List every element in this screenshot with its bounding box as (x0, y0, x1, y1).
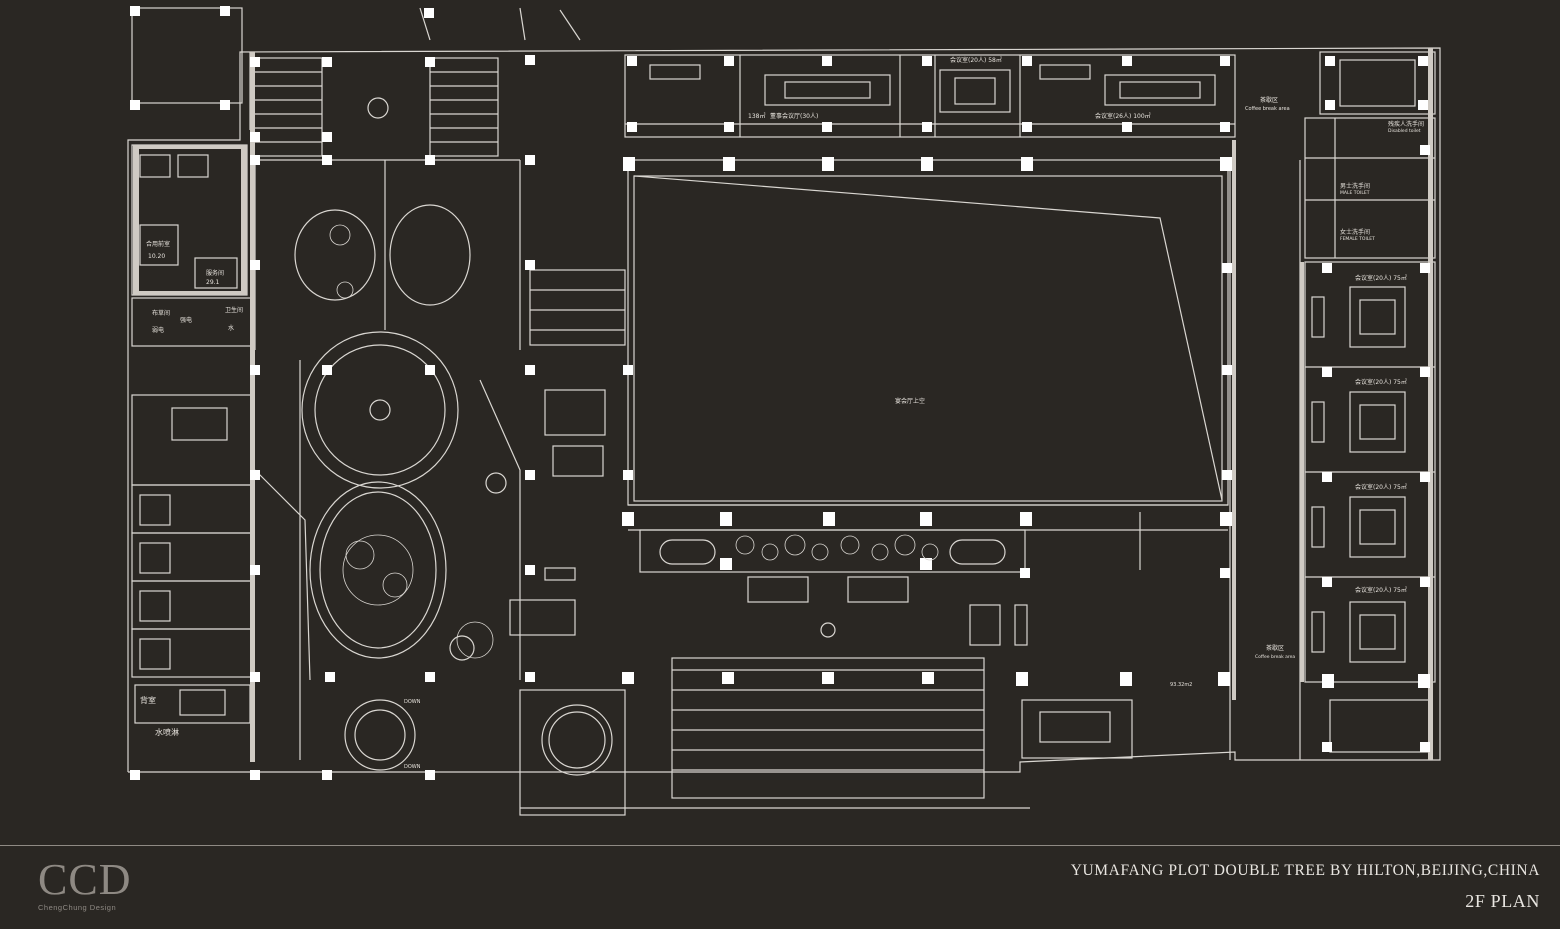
label-male-cn: 男士洗手间 (1340, 182, 1370, 190)
label-sanitary: 卫生间 (225, 306, 243, 314)
logo-subtitle: ChengChung Design (38, 903, 117, 912)
label-female-cn: 女士洗手间 (1340, 228, 1370, 236)
label-meeting-26: 会议室(26人) 100㎡ (1095, 112, 1151, 120)
sheet-title: 2F PLAN (1465, 891, 1540, 911)
left-service-block (131, 144, 248, 296)
building-outline (127, 47, 1441, 773)
label-weak-current: 弱电 (152, 326, 164, 334)
title-block-divider (0, 845, 1560, 846)
label-meeting-20-c: 会议室(20人) 75㎡ (1355, 483, 1407, 491)
label-shared-office: 合用前室 (146, 240, 170, 248)
label-service-room: 服务间 (206, 269, 224, 277)
label-disabled-en: Disabled toilet (1388, 128, 1421, 134)
label-back-room: 背室 (140, 695, 156, 705)
atrium-oval (309, 481, 447, 659)
ccd-logo: CCD ChengChung Design (38, 858, 148, 914)
label-boardroom-area: 138㎡ (748, 112, 765, 120)
label-meeting-20-top: 会议室(20人) 58㎡ (950, 56, 1002, 64)
label-down-1: DOWN (404, 699, 421, 705)
project-title: YUMAFANG PLOT DOUBLE TREE BY HILTON,BEIJ… (1070, 862, 1540, 879)
label-coffee-right-en: Coffee break area (1255, 654, 1295, 660)
label-male-en: MALE TOILET (1340, 190, 1370, 196)
label-water-pipe: 水喷淋 (155, 727, 179, 737)
label-coffee-top-en: Coffee break area (1245, 106, 1290, 112)
label-linen: 布草间 (152, 309, 170, 317)
label-banquet-void: 宴会厅上空 (895, 397, 925, 405)
label-coffee-top-cn: 茶歇区 (1260, 96, 1278, 104)
label-meeting-20-b: 会议室(20人) 75㎡ (1355, 378, 1407, 386)
banquet-void (627, 159, 1229, 506)
label-female-en: FEMALE TOILET (1340, 236, 1375, 242)
label-meeting-20-d: 会议室(20人) 75㎡ (1355, 586, 1407, 594)
label-shared-office-area: 10.20 (148, 253, 165, 260)
label-coffee-right-cn: 茶歇区 (1266, 644, 1284, 652)
top-meeting-wing (624, 54, 1236, 138)
logo-mark: CCD (38, 855, 132, 904)
label-water: 水 (228, 324, 234, 332)
label-disabled-cn: 残疾人洗手间 (1388, 120, 1424, 128)
label-boardroom: 董事会议厅(30人) (770, 112, 818, 120)
label-strong-current: 强电 (180, 316, 192, 324)
label-meeting-20-a: 会议室(20人) 75㎡ (1355, 274, 1407, 282)
label-prefunction-area: 93.32m2 (1170, 682, 1192, 688)
garden-strip (639, 529, 1026, 573)
label-down-2: DOWN (404, 764, 421, 770)
label-service-area: 29.1 (206, 279, 220, 286)
